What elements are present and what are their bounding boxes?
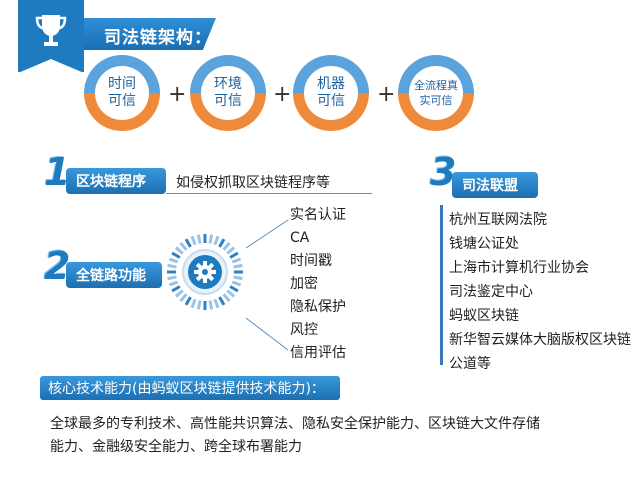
section-title: 全链路功能 bbox=[76, 268, 146, 284]
dial-tick bbox=[190, 235, 197, 246]
dial-tick bbox=[196, 234, 202, 244]
dial-tick bbox=[174, 289, 184, 298]
pillar-ring-full-process: 全流程真 实可信 bbox=[398, 55, 474, 131]
list-item: 加密 bbox=[290, 276, 318, 292]
list-item: 钱塘公证处 bbox=[449, 236, 519, 252]
dial-tick bbox=[179, 293, 188, 303]
plus-sign: + bbox=[273, 82, 292, 107]
plus-sign: + bbox=[168, 82, 187, 107]
dial-tick bbox=[229, 285, 239, 293]
dial-tick bbox=[184, 296, 192, 306]
page-title: 司法链架构： bbox=[104, 28, 212, 48]
trophy-icon bbox=[35, 15, 67, 46]
connector-lines bbox=[245, 219, 289, 351]
dial-tick bbox=[168, 257, 179, 264]
pillar-ring-time: 时间 可信 bbox=[84, 55, 160, 131]
dial-tick bbox=[226, 246, 236, 255]
dial-tick bbox=[213, 298, 220, 309]
list-item: 上海市计算机行业协会 bbox=[449, 260, 589, 276]
list-item: 风控 bbox=[290, 322, 318, 338]
plus-sign: + bbox=[377, 82, 396, 107]
header-badge bbox=[18, 0, 84, 73]
pillar-ring-environment: 环境 可信 bbox=[190, 55, 266, 131]
list-item: CA bbox=[290, 230, 310, 246]
dial-tick bbox=[174, 246, 184, 255]
dial-tick bbox=[231, 280, 242, 287]
section-banner-blockchain-program: 区块链程序 bbox=[66, 168, 166, 194]
dial-tick bbox=[190, 298, 197, 309]
dial-tick bbox=[167, 275, 177, 281]
list-item: 杭州互联网法院 bbox=[449, 212, 547, 228]
pillar-label: 全流程真 实可信 bbox=[414, 79, 458, 107]
dial-tick bbox=[208, 300, 214, 310]
header-bar bbox=[84, 18, 216, 50]
core-title: 核心技术能力(由蚂蚁区块链提供技术能力)： bbox=[48, 381, 325, 397]
dial-tick bbox=[218, 238, 226, 248]
list-item: 信用评估 bbox=[290, 345, 346, 361]
feature-list: 实名认证 CA 时间戳 加密 隐私保护 风控 信用评估 bbox=[290, 204, 346, 365]
section-banner-judicial-alliance: 司法联盟 bbox=[452, 172, 538, 198]
dial-tick bbox=[233, 263, 243, 269]
core-banner: 核心技术能力(由蚂蚁区块链提供技术能力)： bbox=[40, 376, 340, 400]
dial-tick bbox=[171, 285, 181, 293]
dial-tick bbox=[231, 257, 242, 264]
gear-icon bbox=[194, 261, 216, 283]
list-item: 隐私保护 bbox=[290, 299, 346, 315]
list-item: 司法鉴定中心 bbox=[449, 284, 533, 300]
dial-tick bbox=[222, 293, 231, 303]
pillar-label: 时间 可信 bbox=[108, 76, 136, 109]
dial-tick bbox=[226, 289, 236, 298]
dial-tick bbox=[167, 263, 177, 269]
list-item: 公道等 bbox=[449, 356, 491, 372]
dial-tick bbox=[171, 251, 181, 259]
section-title: 司法联盟 bbox=[462, 178, 518, 194]
divider-line bbox=[166, 193, 372, 194]
alliance-bar bbox=[440, 205, 443, 365]
section1-description: 如侵权抓取区块链程序等 bbox=[176, 175, 330, 191]
gear-dial bbox=[167, 234, 243, 310]
dial-tick bbox=[233, 275, 243, 281]
dial-tick bbox=[179, 241, 188, 251]
pillar-label: 环境 可信 bbox=[214, 76, 242, 109]
dial-tick bbox=[229, 251, 239, 259]
dial-tick bbox=[184, 238, 192, 248]
dial-tick bbox=[168, 280, 179, 287]
list-item: 新华智云媒体大脑版权区块链 bbox=[449, 332, 631, 348]
alliance-list: 杭州互联网法院 钱塘公证处 上海市计算机行业协会 司法鉴定中心 蚂蚁区块链 新华… bbox=[449, 208, 631, 376]
dial-tick bbox=[218, 296, 226, 306]
list-item: 实名认证 bbox=[290, 207, 346, 223]
section-title: 区块链程序 bbox=[76, 174, 146, 190]
dial-tick bbox=[196, 300, 202, 310]
list-item: 时间戳 bbox=[290, 253, 332, 269]
pillar-ring-machine: 机器 可信 bbox=[293, 55, 369, 131]
dial-tick bbox=[222, 241, 231, 251]
pillar-label: 机器 可信 bbox=[317, 76, 345, 109]
section-banner-full-link: 全链路功能 bbox=[66, 262, 162, 288]
core-description: 全球最多的专利技术、高性能共识算法、隐私安全保护能力、区块链大文件存储能力、金融… bbox=[50, 416, 540, 455]
dial-tick bbox=[213, 235, 220, 246]
list-item: 蚂蚁区块链 bbox=[449, 308, 519, 324]
dial-tick bbox=[208, 234, 214, 244]
